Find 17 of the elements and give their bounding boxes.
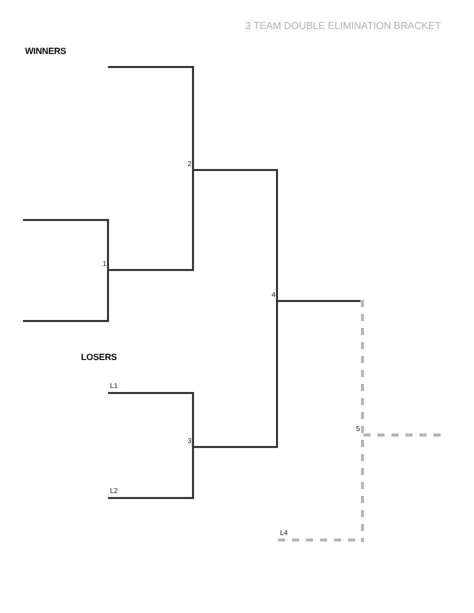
bracket-line <box>108 66 192 68</box>
bracket-joint-line <box>107 219 109 322</box>
bracket-line <box>23 219 107 221</box>
bracket-joint-line <box>360 300 364 542</box>
bracket-line <box>108 392 192 394</box>
page-title: 3 TEAM DOUBLE ELIMINATION BRACKET <box>245 21 441 33</box>
bracket-line <box>23 320 107 322</box>
section-heading: WINNERS <box>25 46 66 57</box>
section-heading: LOSERS <box>81 352 117 363</box>
bracket-line <box>108 497 192 499</box>
bracket-line <box>109 269 192 271</box>
bracket-line <box>278 300 360 302</box>
bracket-joint-line <box>192 392 194 499</box>
bracket-line <box>194 169 276 171</box>
bracket-joint-line <box>192 66 194 271</box>
bracket-line <box>194 446 276 448</box>
bracket-joint-line <box>276 169 278 448</box>
